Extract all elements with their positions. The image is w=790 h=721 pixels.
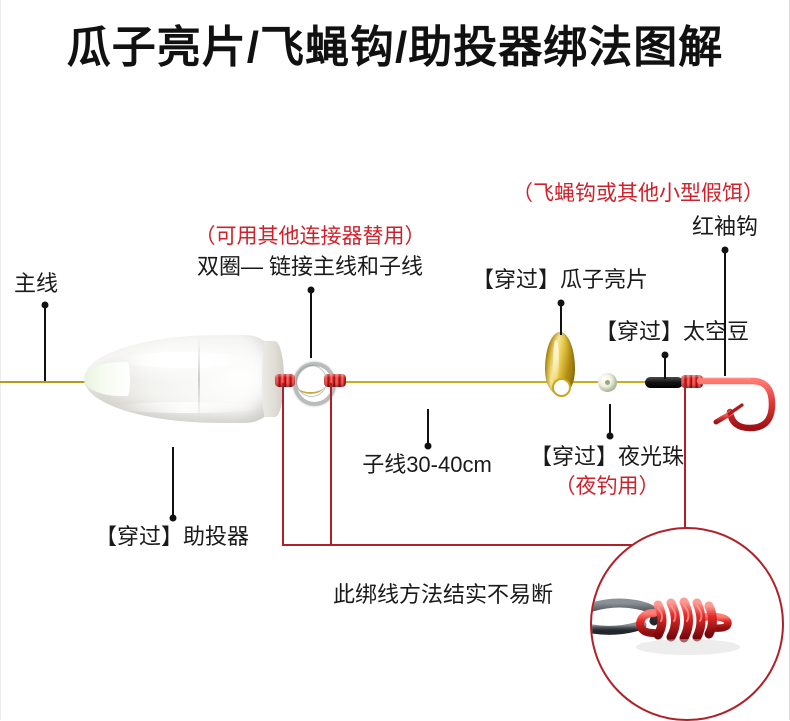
dot-thread-blade xyxy=(557,299,565,307)
bracket-right-arm xyxy=(684,383,686,545)
label-thread-casting-aid: 【穿过】助投器 xyxy=(94,524,250,549)
leader-line xyxy=(327,381,657,383)
glow-bead-hole xyxy=(605,380,610,385)
knot-ring-right xyxy=(324,374,346,387)
label-fly-hook-note: （飞蝇钩或其他小型假饵） xyxy=(512,182,764,205)
label-knot-caption: 此绑线方法结实不易断 xyxy=(332,582,554,607)
split-ring-gold-arc xyxy=(297,379,324,394)
casting-float-rear xyxy=(262,341,284,417)
label-red-sleeve-hook: 红袖钩 xyxy=(691,214,759,239)
bracket-bottom-line xyxy=(282,544,686,546)
casting-float-highlight-lower xyxy=(112,402,262,413)
blade-lure-ring xyxy=(552,378,571,397)
casting-float-seam xyxy=(198,338,200,420)
knot-detail-inset xyxy=(590,527,784,721)
casting-float-highlight xyxy=(120,352,250,368)
label-thread-blade: 【穿过】瓜子亮片 xyxy=(471,267,649,292)
leader-thread-blade xyxy=(560,303,562,335)
label-glow-bead-note: （夜钓用） xyxy=(554,475,660,498)
space-bean xyxy=(645,377,683,388)
leader-connector xyxy=(310,290,312,358)
knot-hook xyxy=(681,375,703,388)
dot-leader-length xyxy=(424,442,432,450)
knot-detail-illustration xyxy=(592,597,782,655)
label-main-line: 主线 xyxy=(14,271,59,296)
label-connector-note: （可用其他连接器替用） xyxy=(194,225,426,248)
dot-thread-space-bean xyxy=(661,351,669,359)
blade-lure-highlight xyxy=(553,340,559,380)
dot-thread-casting-aid xyxy=(169,514,177,522)
main-line-left xyxy=(0,381,100,383)
bracket-inner-arm xyxy=(330,383,332,545)
dot-red-sleeve-hook xyxy=(721,246,729,254)
leader-red-sleeve-hook xyxy=(724,250,726,376)
label-leader-length: 子线30-40cm xyxy=(362,452,492,477)
dot-thread-glow-bead xyxy=(606,432,614,440)
label-connector: 双圈— 链接主线和子线 xyxy=(196,254,424,279)
dot-main-line xyxy=(41,301,49,309)
dot-connector xyxy=(307,286,315,294)
leader-thread-glow-bead xyxy=(609,404,611,436)
bracket-left-arm xyxy=(282,383,284,545)
label-thread-space-bean: 【穿过】太空豆 xyxy=(594,319,750,344)
leader-leader-length xyxy=(427,409,429,447)
leader-thread-space-bean xyxy=(664,355,666,379)
knot-ring-left xyxy=(275,374,295,387)
page-title: 瓜子亮片/飞蝇钩/助投器绑法图解 xyxy=(66,23,724,72)
bracket-inset-connector xyxy=(500,544,592,546)
leader-main-line xyxy=(44,305,46,381)
leader-thread-casting-aid xyxy=(172,447,174,519)
label-thread-glow-bead: 【穿过】夜光珠 xyxy=(529,444,685,469)
image-left-edge xyxy=(0,0,1,720)
red-sleeve-hook xyxy=(696,377,776,432)
